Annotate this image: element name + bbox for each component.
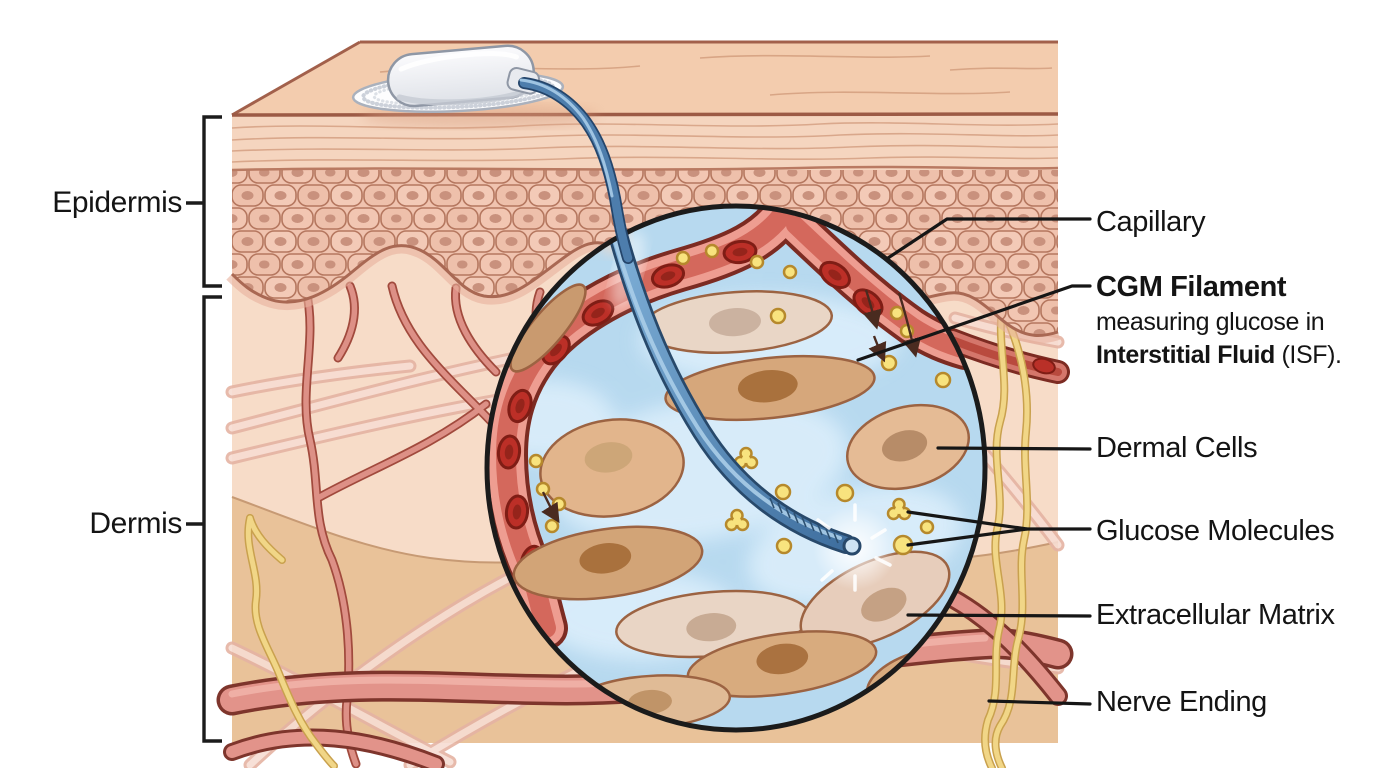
sensor-sparkle [816,503,892,592]
cgm-filament-line3-bold: Interstitial Fluid [1096,341,1275,369]
layer-brackets [186,115,222,743]
label-dermal-cells: Dermal Cells [1096,432,1258,464]
label-capillary: Capillary [1096,206,1206,238]
cgm-filament-line3-rest: (ISF). [1274,341,1342,369]
leader-lines [856,217,1092,706]
glucose-molecules [528,243,952,556]
stratum-corneum [231,114,1059,172]
label-glucose-molecules: Glucose Molecules [1096,515,1335,547]
label-cgm-filament: CGM Filament measuring glucose in Inters… [1096,273,1342,368]
sensor-body [386,44,535,108]
leader-capillary [886,217,1092,260]
label-extracellular-matrix: Extracellular Matrix [1096,599,1335,631]
red-blood-cells [496,239,884,580]
diffusion-arrows [541,289,922,524]
leader-extracellular-matrix [906,613,1092,618]
leader-nerve-ending [987,699,1092,706]
skin-surface-top [231,40,1059,117]
bracket-dermis [202,295,222,743]
label-nerve-ending: Nerve Ending [1096,686,1267,718]
sensor-tip [842,536,862,556]
leader-dermal-cells [936,446,1092,451]
sensor-tube [518,77,634,264]
bracket-epidermis [202,115,222,288]
cgm-filament-title: CGM Filament [1096,271,1287,303]
leader-cgm-filament [856,284,1092,362]
cgm-filament-line3: Interstitial Fluid (ISF). [1096,343,1342,368]
label-dermis: Dermis [89,507,182,540]
leader-glucose-2 [906,527,1029,547]
cgm-filament-line2: measuring glucose in [1096,308,1325,336]
nerve-fibers [244,294,1032,768]
label-epidermis: Epidermis [52,186,182,219]
cgm-device [351,44,634,264]
sensor-electrode-ticks [769,497,839,544]
magnifier-ring [484,203,988,733]
